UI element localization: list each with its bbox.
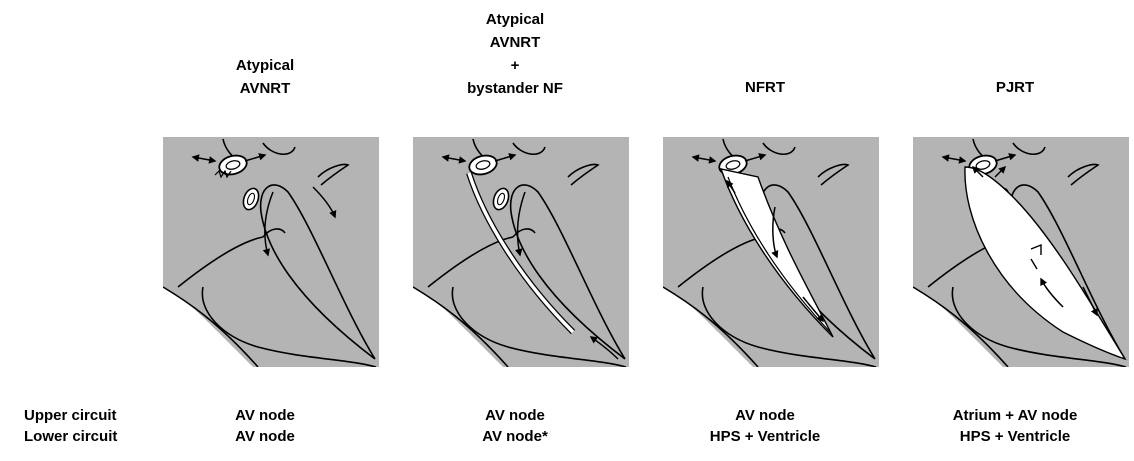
heart-svg: [163, 137, 379, 367]
heart-svg: [663, 137, 879, 367]
heart-diagram-pjrt: [913, 137, 1129, 367]
lower-circuit-value-4: HPS + Ventricle: [910, 426, 1120, 447]
lower-circuit-value-3: HPS + Ventricle: [660, 426, 870, 447]
upper-circuit-value-1: AV node: [160, 405, 370, 426]
upper-circuit-value-4: Atrium + AV node: [910, 405, 1120, 426]
heart-diagram-nfrt: [663, 137, 879, 367]
panel-title-nfrt: NFRT: [690, 76, 840, 99]
panel-title-pjrt: PJRT: [940, 76, 1090, 99]
heart-diagram-atypical-avnrt: [163, 137, 379, 367]
heart-svg: [413, 137, 629, 367]
panel-title-atypical-avnrt: Atypical AVNRT: [195, 54, 335, 100]
lower-circuit-value-1: AV node: [160, 426, 370, 447]
upper-circuit-value-3: AV node: [660, 405, 870, 426]
heart-diagram-atypical-avnrt-bystander: [413, 137, 629, 367]
panel-title-atypical-avnrt-bystander: Atypical AVNRT + bystander NF: [440, 8, 590, 100]
upper-circuit-label: Upper circuit: [24, 405, 117, 426]
upper-circuit-value-2: AV node: [410, 405, 620, 426]
lower-circuit-label: Lower circuit: [24, 426, 117, 447]
heart-svg: [913, 137, 1129, 367]
lower-circuit-value-2: AV node*: [410, 426, 620, 447]
